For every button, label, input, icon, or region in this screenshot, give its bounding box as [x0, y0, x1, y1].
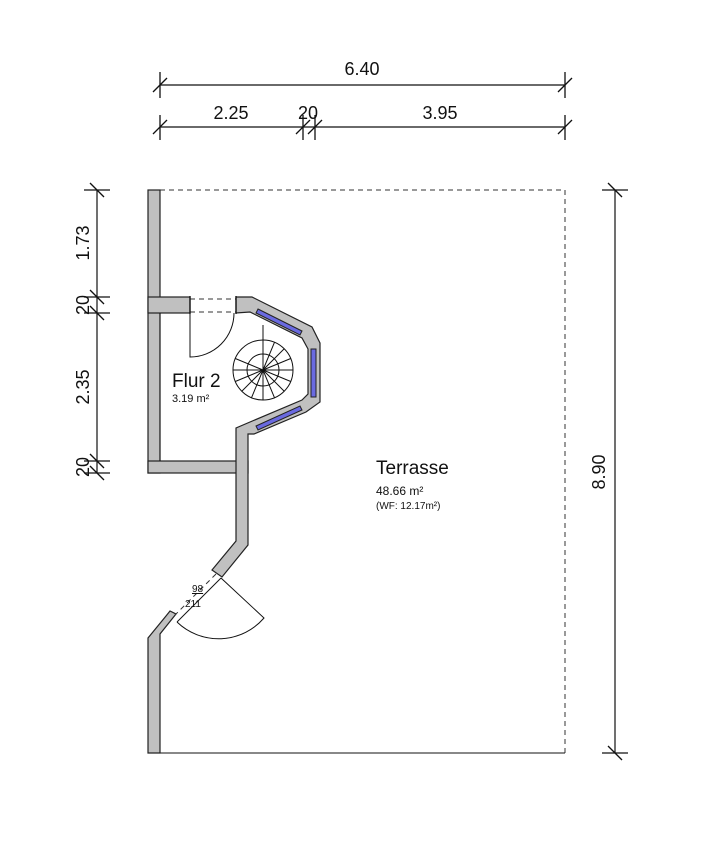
- door-height: 211: [185, 599, 201, 610]
- terrace-boundary: [160, 189, 566, 754]
- dimension-label: 8.90: [589, 454, 609, 489]
- dimension-right: 8.90: [589, 182, 628, 761]
- stair-step: [262, 342, 275, 371]
- stair-step: [241, 369, 264, 392]
- spiral-staircase: [232, 325, 294, 401]
- dimension-label: 20: [73, 457, 93, 477]
- dimension-label: 20: [73, 295, 93, 315]
- door-width: 98: [192, 584, 204, 595]
- door-swing-flur[interactable]: [189, 312, 235, 358]
- walls: [147, 189, 321, 754]
- stair-step: [262, 348, 285, 371]
- wall-opening: [189, 296, 237, 314]
- room-wf-terrasse: (WF: 12.17m²): [376, 501, 440, 512]
- windows: [255, 308, 317, 431]
- window: [255, 405, 303, 431]
- stair-step: [235, 369, 264, 382]
- dimension-top-total: 6.40: [152, 59, 573, 98]
- room-name-flur: Flur 2: [172, 371, 221, 392]
- room-name-terrasse: Terrasse: [376, 458, 449, 479]
- dimension-label: 3.95: [422, 103, 457, 123]
- stair-step: [262, 369, 291, 382]
- room-area-terrasse: 48.66 m²: [376, 484, 423, 498]
- stair-step: [251, 369, 264, 398]
- dimension-left: 1.73 20 2.35 20: [73, 182, 110, 481]
- dimension-label: 6.40: [344, 59, 379, 79]
- room-area-flur: 3.19 m²: [172, 393, 210, 405]
- window: [310, 348, 317, 398]
- dimension-top-segments: 2.25 20 3.95: [152, 103, 573, 140]
- dimension-label: 20: [298, 103, 318, 123]
- stair-step: [235, 358, 264, 371]
- dimension-label: 2.25: [213, 103, 248, 123]
- window: [255, 308, 303, 336]
- stair-step: [262, 358, 291, 371]
- stair-step: [262, 369, 285, 392]
- entrance-door[interactable]: 98 211: [173, 573, 265, 640]
- stair-step: [262, 369, 275, 398]
- dimension-label: 2.35: [73, 369, 93, 404]
- dimension-label: 1.73: [73, 225, 93, 260]
